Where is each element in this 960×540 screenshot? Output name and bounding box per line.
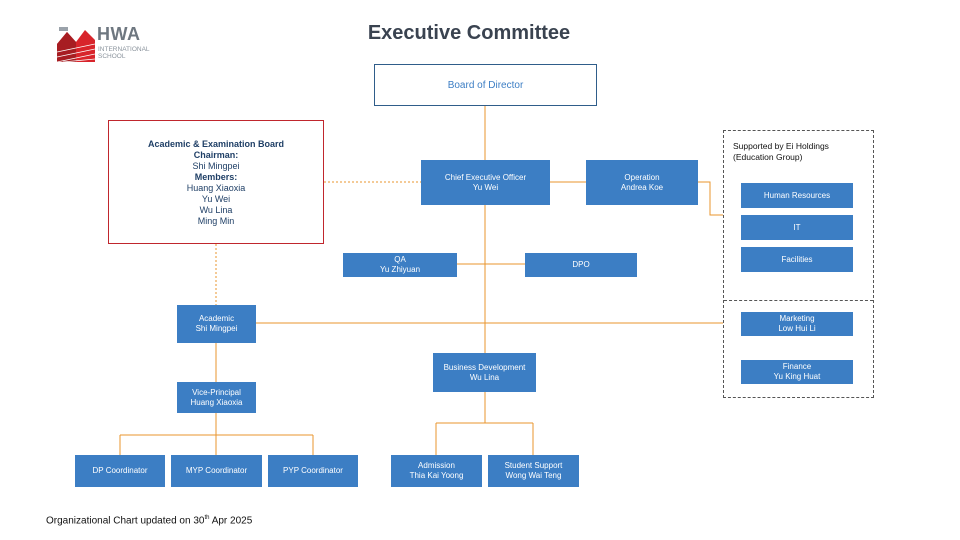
node-role: Student Support (504, 461, 563, 470)
it-node: IT (741, 215, 853, 240)
dp-coordinator-node: DP Coordinator (75, 455, 165, 487)
facilities-node: Facilities (741, 247, 853, 272)
logo-subtitle-line-1: INTERNATIONAL (98, 46, 150, 53)
node-person: Yu Zhiyuan (379, 265, 421, 274)
member-name: Wu Lina (199, 205, 233, 215)
admission-node: Admission Thia Kai Yoong (391, 455, 482, 487)
node-person: Yu Wei (472, 182, 499, 192)
node-role: Admission (418, 461, 455, 470)
node-person: Yu King Huat (773, 372, 821, 381)
members-label: Members: (194, 172, 238, 182)
footnote-prefix: Organizational Chart updated on 30 (46, 515, 205, 527)
ceo-node: Chief Executive Officer Yu Wei (421, 160, 550, 205)
business-development-node: Business Development Wu Lina (433, 353, 536, 392)
update-footnote: Organizational Chart updated on 30th Apr… (46, 515, 252, 526)
page-title: Executive Committee (367, 22, 571, 44)
human-resources-node: Human Resources (741, 183, 853, 208)
node-role: Academic (198, 314, 235, 323)
student-support-node: Student Support Wong Wai Teng (488, 455, 579, 487)
logo-emblem-icon (57, 24, 95, 62)
logo-subtitle-line-2: SCHOOL (98, 53, 126, 60)
logo-wordmark: HWA (97, 24, 141, 44)
node-person: Thia Kai Yoong (409, 471, 464, 480)
ei-holdings-caption: Supported by Ei Holdings (Education Grou… (733, 141, 829, 163)
board-of-director-node: Board of Director (374, 64, 597, 106)
finance-node: Finance Yu King Huat (741, 360, 853, 384)
node-role: Vice-Principal (192, 387, 241, 397)
node-person: Wu Lina (469, 372, 500, 382)
node-role: Finance (782, 362, 812, 371)
node-role: PYP Coordinator (283, 466, 343, 475)
node-person: Shi Mingpei (195, 324, 238, 333)
dpo-node: DPO (525, 253, 637, 277)
ei-divider (724, 300, 873, 301)
member-name: Huang Xiaoxia (186, 183, 246, 193)
member-name: Yu Wei (201, 194, 231, 204)
chairman-label: Chairman: (193, 150, 239, 160)
academic-node: Academic Shi Mingpei (177, 305, 256, 343)
vice-principal-node: Vice-Principal Huang Xiaoxia (177, 382, 256, 413)
ei-holdings-group-box: Supported by Ei Holdings (Education Grou… (723, 130, 874, 398)
pyp-coordinator-node: PYP Coordinator (268, 455, 358, 487)
node-role: Marketing (779, 314, 815, 323)
node-person: Low Hui Li (778, 324, 816, 333)
node-role: DP Coordinator (92, 466, 148, 475)
node-person: Wong Wai Teng (505, 471, 562, 480)
ei-caption-line-1: Supported by Ei Holdings (733, 141, 829, 151)
ei-caption-line-2: (Education Group) (733, 152, 803, 162)
node-role: MYP Coordinator (185, 466, 248, 475)
school-logo: HWA INTERNATIONAL SCHOOL (57, 24, 167, 64)
node-role: Human Resources (763, 190, 831, 200)
qa-node: QA Yu Zhiyuan (343, 253, 457, 277)
node-role: QA (394, 255, 406, 264)
operation-to-ei-line (698, 181, 723, 216)
node-person: Huang Xiaoxia (190, 397, 243, 407)
board-label: Board of Director (447, 79, 524, 91)
node-role: IT (793, 222, 801, 232)
node-role: DPO (572, 260, 590, 269)
node-role: Chief Executive Officer (444, 172, 527, 182)
footnote-suffix: Apr 2025 (209, 515, 253, 527)
academic-board-heading: Academic & Examination Board (147, 139, 285, 149)
member-name: Ming Min (197, 216, 235, 226)
chairman-name: Shi Mingpei (192, 161, 240, 171)
node-role: Business Development (443, 362, 526, 372)
node-role: Operation (624, 172, 660, 182)
marketing-node: Marketing Low Hui Li (741, 312, 853, 336)
node-person: Andrea Koe (620, 182, 664, 192)
node-role: Facilities (781, 254, 813, 264)
operation-node: Operation Andrea Koe (586, 160, 698, 205)
academic-examination-board-box: Academic & Examination Board Chairman: S… (108, 120, 324, 244)
myp-coordinator-node: MYP Coordinator (171, 455, 262, 487)
footnote-ordinal: th (204, 515, 210, 521)
